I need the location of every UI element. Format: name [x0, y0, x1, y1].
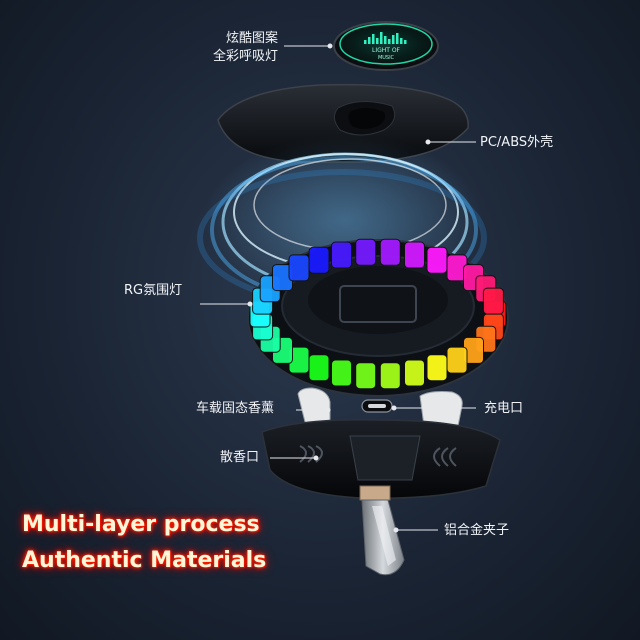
label-charging-port: 充电口: [484, 401, 524, 416]
pattern-badge: LIGHT OF MUSIC: [333, 21, 439, 71]
label-scent-outlet: 散香口: [220, 450, 260, 465]
equalizer-bar: [404, 40, 407, 44]
promo-line2: Authentic Materials: [22, 548, 267, 573]
rgb-led-segment: [446, 346, 468, 374]
rgb-led-segment: [426, 354, 448, 382]
rgb-led-segment: [355, 362, 377, 390]
badge-text-line1: LIGHT OF: [372, 47, 401, 54]
equalizer-bar: [376, 38, 379, 44]
rgb-led-segment: [379, 362, 401, 390]
abs-shell: [217, 83, 469, 163]
usb-c-port: [361, 399, 393, 413]
label-pattern-light-line2: 全彩呼吸灯: [212, 49, 278, 64]
label-pattern-light: 炫酷图案 全彩呼吸灯: [160, 30, 278, 66]
equalizer-bar: [400, 38, 403, 44]
aluminum-clip: [359, 485, 405, 576]
callout-lines: [200, 43, 476, 533]
equalizer-bar: [364, 40, 367, 44]
label-clip: 铝合金夹子: [444, 523, 510, 538]
label-solid-fragrance: 车载固态香薰: [196, 401, 275, 416]
rgb-led-segment: [331, 359, 352, 387]
rgb-led-segment: [288, 254, 310, 282]
equalizer-icon: [364, 32, 407, 44]
label-pattern-light-line1: 炫酷图案: [225, 31, 278, 46]
label-shell: PC/ABS外壳: [480, 135, 554, 150]
scent-outlet-base: [261, 419, 501, 499]
rgb-led-segment: [379, 238, 401, 266]
rgb-led-segment: [404, 241, 425, 269]
rgb-led-segment: [355, 238, 377, 266]
rgb-led-segment: [331, 241, 352, 269]
equalizer-bar: [384, 36, 387, 44]
badge-text-line2: MUSIC: [378, 55, 395, 61]
rgb-led-segment: [482, 287, 504, 315]
rgb-light-ring: [249, 238, 507, 390]
equalizer-bar: [388, 39, 391, 44]
label-ambient-light: RG氛围灯: [124, 283, 183, 298]
equalizer-bar: [392, 35, 395, 44]
rgb-led-segment: [426, 246, 448, 274]
rgb-led-segment: [308, 246, 330, 274]
promo-line1: Multi-layer process: [22, 512, 260, 537]
rgb-led-segment: [404, 359, 425, 387]
equalizer-bar: [368, 37, 371, 44]
rgb-led-segment: [308, 354, 330, 382]
equalizer-bar: [372, 34, 375, 44]
equalizer-bar: [380, 32, 383, 44]
ambient-light-body: [247, 238, 509, 397]
fragrance-pods: [297, 387, 463, 430]
equalizer-bar: [396, 33, 399, 44]
